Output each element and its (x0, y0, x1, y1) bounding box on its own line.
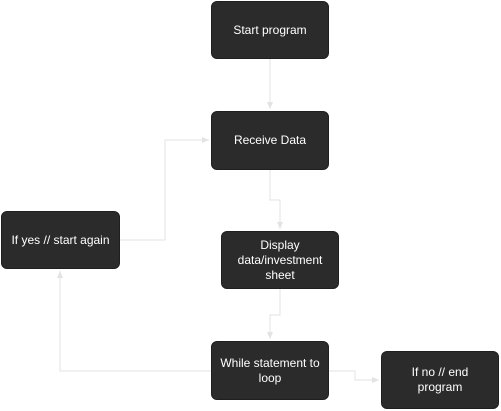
node-start-again-label: If yes // start again (11, 232, 110, 247)
node-start-program: Start program (211, 1, 329, 59)
node-while-loop-label: While statement to loop (220, 355, 320, 385)
node-receive-data-label: Receive Data (233, 133, 307, 147)
edge-display-to-while (267, 289, 281, 339)
node-end-program-label: If no // end program (411, 365, 469, 394)
node-while-loop: While statement to loop (211, 341, 329, 400)
edge-while-to-start-again (57, 271, 211, 372)
node-display-data-label: Display data/investment sheet (237, 237, 323, 282)
edge-while-to-end (329, 370, 379, 383)
node-end-program: If no // end program (381, 351, 499, 409)
node-display-data: Display data/investment sheet (221, 231, 339, 289)
node-receive-data: Receive Data (211, 111, 329, 170)
edge-start-again-to-receive (120, 137, 209, 241)
edge-receive-to-display (269, 170, 283, 229)
node-start-program-label: Start program (233, 22, 307, 37)
node-start-again: If yes // start again (1, 211, 120, 269)
